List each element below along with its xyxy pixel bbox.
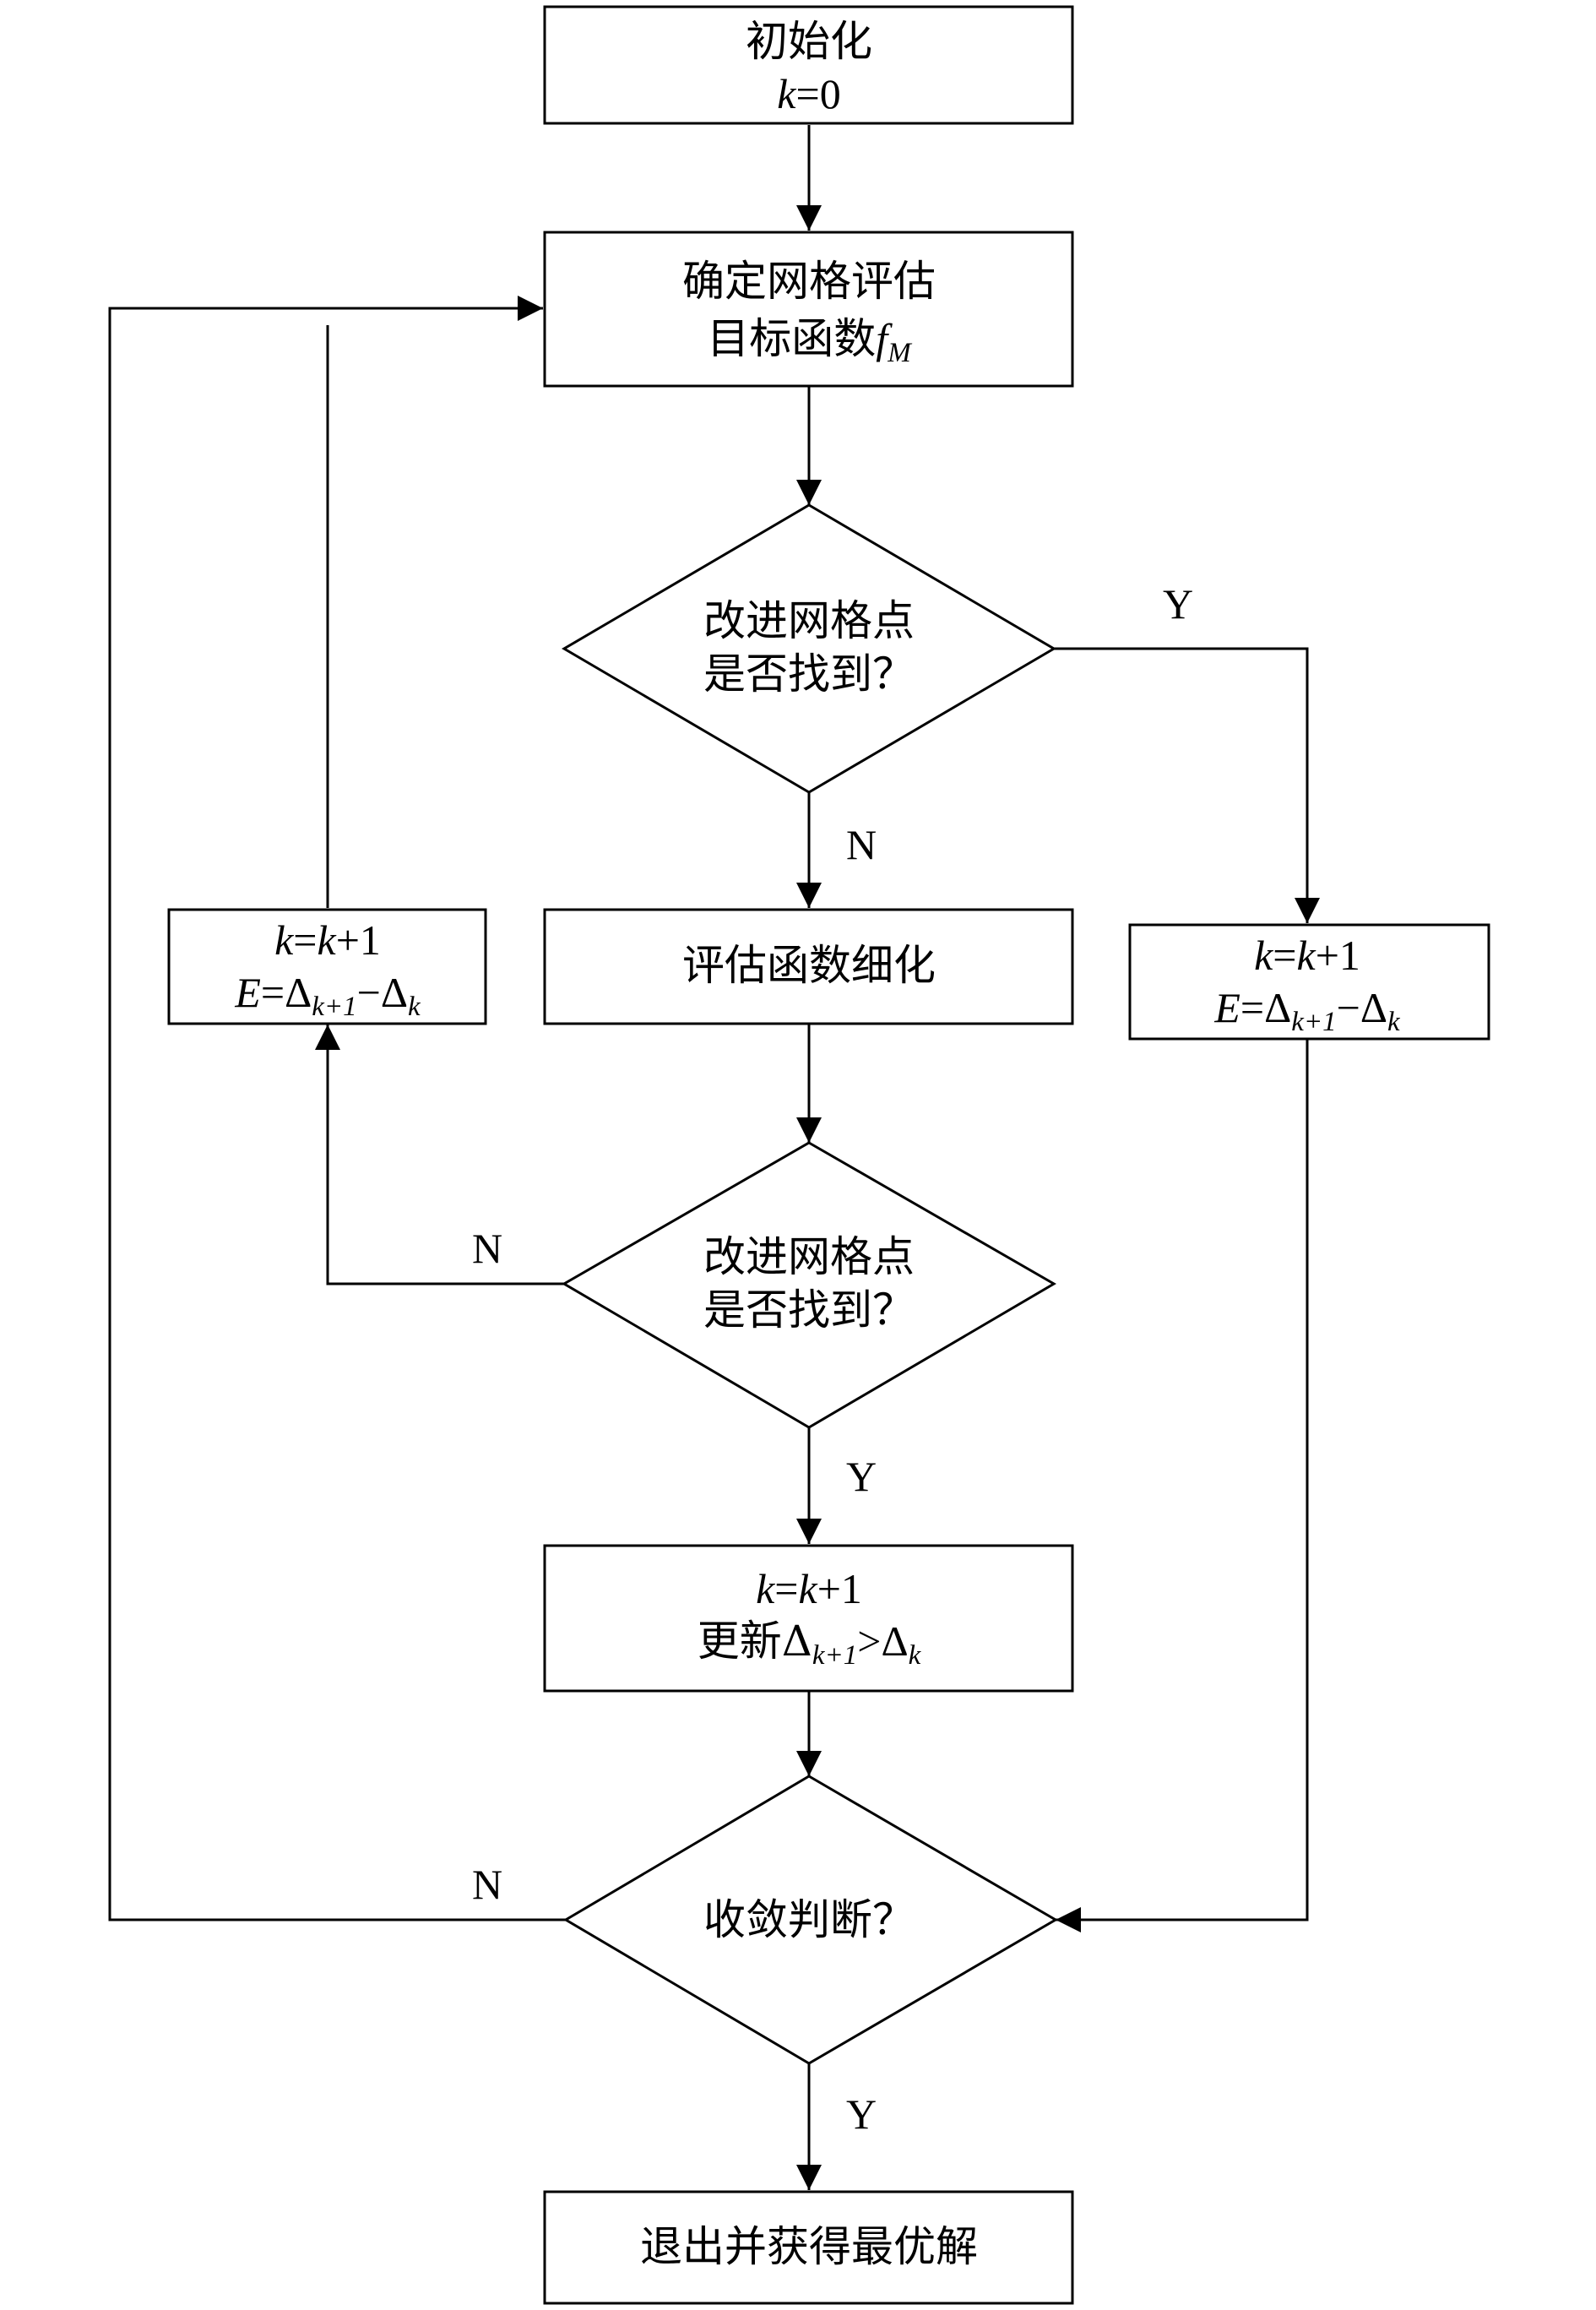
edge-converge-to-objective	[108, 296, 566, 1921]
decision-2: 改进网格点 是否找到？	[562, 1141, 1056, 1429]
connectors	[108, 125, 1320, 2190]
left-update-box: k=k+1 E=Δk+1−Δk	[167, 908, 487, 1025]
update-line2: 更新Δk+1>Δk	[698, 1617, 922, 1671]
refine-label: 评估函数细化	[682, 941, 936, 990]
right-box-line1: k=k+1	[1254, 932, 1360, 979]
edge-right-box-to-converge	[1056, 1039, 1309, 1932]
decision-1-line1: 改进网格点	[703, 596, 915, 645]
objective-line1: 确定网格评估	[682, 257, 936, 306]
update-box: k=k+1 更新Δk+1>Δk	[543, 1544, 1074, 1693]
right-update-box: k=k+1 E=Δk+1−Δk	[1128, 923, 1490, 1041]
left-box-line2: E=Δk+1−Δk	[234, 969, 421, 1022]
decision-2-line1: 改进网格点	[703, 1232, 915, 1281]
right-box-line2: E=Δk+1−Δk	[1213, 984, 1401, 1037]
edge-decision2-to-left-box	[315, 1025, 564, 1285]
init-box: 初始化 k=0	[543, 5, 1074, 125]
decision-converge: 收敛判断？	[563, 1775, 1058, 2065]
init-label: 初始化	[746, 17, 872, 66]
decision-1-line2: 是否找到？	[703, 650, 915, 698]
exit-label: 退出并获得最优解	[640, 2222, 978, 2271]
objective-line2: 目标函数fM	[707, 314, 912, 368]
decision-1: 改进网格点 是否找到？	[562, 503, 1056, 794]
converge-no-label: N	[472, 1861, 502, 1908]
edge-decision1-to-right-box	[1054, 647, 1320, 923]
decision-2-line2: 是否找到？	[703, 1285, 915, 1334]
decision-1-yes-label: Y	[1163, 580, 1193, 628]
decision-2-yes-label: Y	[846, 1453, 877, 1500]
converge-label: 收敛判断？	[703, 1895, 915, 1944]
init-formula: k=0	[777, 70, 840, 117]
left-box-line1: k=k+1	[274, 916, 381, 964]
decision-1-no-label: N	[846, 821, 877, 868]
objective-box: 确定网格评估 目标函数fM	[543, 231, 1074, 388]
converge-yes-label: Y	[846, 2090, 877, 2138]
decision-2-no-label: N	[472, 1225, 502, 1272]
update-line1: k=k+1	[756, 1565, 862, 1612]
exit-box: 退出并获得最优解	[543, 2190, 1074, 2305]
refine-box: 评估函数细化	[543, 908, 1074, 1025]
